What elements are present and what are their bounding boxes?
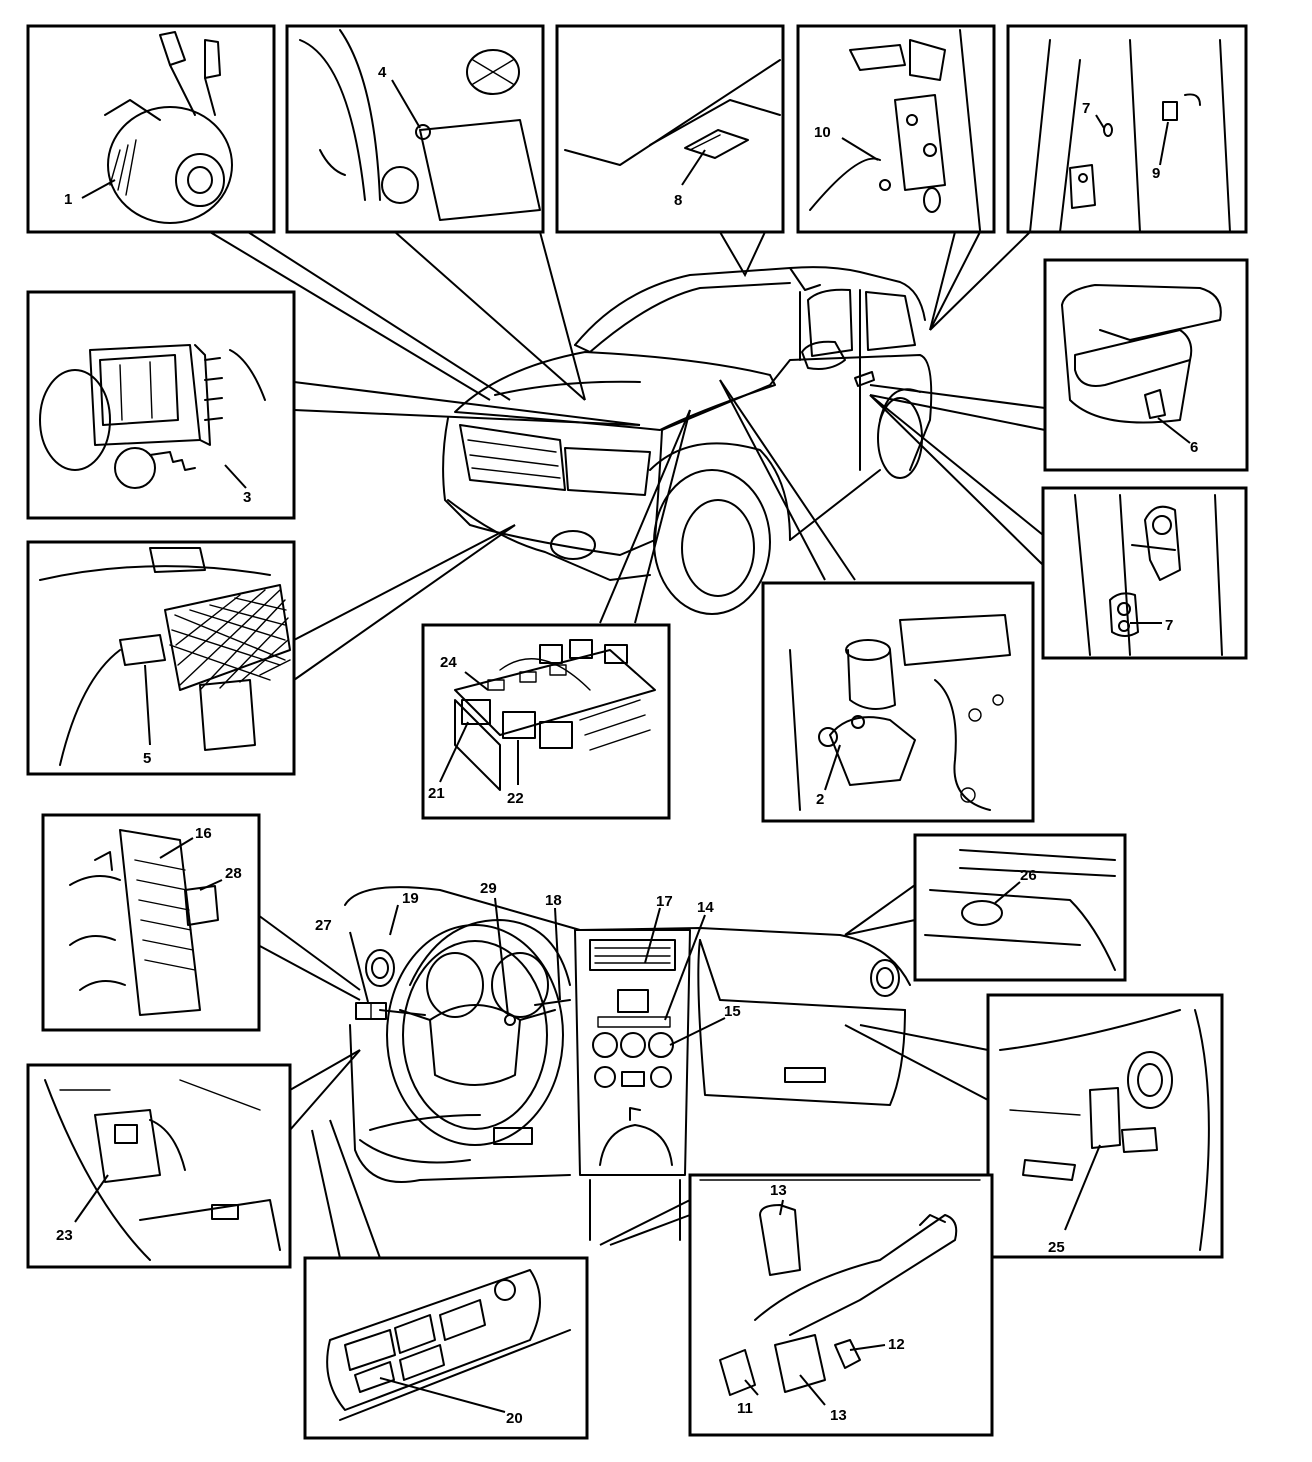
callout-number-16: 16 bbox=[195, 825, 212, 842]
panel-roof: 8 bbox=[555, 24, 785, 234]
callout-number-10: 10 bbox=[814, 124, 831, 141]
callout-number-14: 14 bbox=[697, 899, 714, 916]
callout-number-20: 20 bbox=[506, 1410, 523, 1427]
callout-number-11: 11 bbox=[737, 1400, 753, 1417]
callout-number-17: 17 bbox=[656, 893, 673, 910]
panel-relay-box: 24 21 22 bbox=[421, 623, 671, 820]
panel-horn: 5 bbox=[26, 540, 296, 776]
callout-number-25: 25 bbox=[1048, 1239, 1065, 1256]
callout-number-7-jamb: 7 bbox=[1082, 100, 1090, 117]
panel-door-handle: 6 bbox=[1043, 258, 1249, 472]
panel-door-latch: 10 bbox=[796, 24, 996, 234]
panel-console-switches: 13 12 11 13 bbox=[688, 1173, 994, 1437]
dashboard-illustration bbox=[344, 886, 911, 1241]
panel-passenger-module: 25 bbox=[986, 993, 1224, 1259]
callout-number-23: 23 bbox=[56, 1227, 73, 1244]
panel-door-jamb: 7 9 bbox=[1006, 24, 1248, 234]
panel-alternator: 1 bbox=[26, 24, 276, 234]
callout-number-6: 6 bbox=[1190, 439, 1198, 456]
callout-number-15: 15 bbox=[724, 1003, 741, 1020]
panel-window-switch: 20 bbox=[303, 1256, 589, 1440]
callout-number-9: 9 bbox=[1152, 165, 1160, 182]
callout-number-1: 1 bbox=[64, 191, 72, 208]
callout-number-13-top: 13 bbox=[770, 1182, 787, 1199]
panel-dash-top: 26 bbox=[913, 833, 1127, 982]
callout-number-26: 26 bbox=[1020, 867, 1037, 884]
callout-number-29: 29 bbox=[480, 880, 497, 897]
callout-number-8: 8 bbox=[674, 192, 682, 209]
callout-number-27: 27 bbox=[315, 917, 332, 934]
callout-number-19: 19 bbox=[402, 890, 419, 907]
panel-junction-block: 16 28 bbox=[41, 813, 261, 1032]
callout-number-3: 3 bbox=[243, 489, 251, 506]
callout-number-4: 4 bbox=[378, 64, 387, 81]
callout-number-21: 21 bbox=[428, 785, 445, 802]
dashboard-callouts: 19 27 29 18 17 14 15 bbox=[315, 880, 741, 1046]
panel-body-control: 23 bbox=[26, 1063, 292, 1269]
vehicle-illustration bbox=[442, 266, 933, 615]
callout-number-22: 22 bbox=[507, 790, 524, 807]
panel-door-switch: 7 bbox=[1041, 486, 1248, 660]
panel-ecm: 3 bbox=[26, 290, 296, 520]
callout-number-24: 24 bbox=[440, 654, 457, 671]
panel-engine-ground: 4 bbox=[285, 24, 545, 234]
callout-number-18: 18 bbox=[545, 892, 562, 909]
callout-number-13-bottom: 13 bbox=[830, 1407, 847, 1424]
callout-number-5: 5 bbox=[143, 750, 151, 767]
callout-number-12: 12 bbox=[888, 1336, 905, 1353]
callout-number-7-door: 7 bbox=[1165, 617, 1173, 634]
callout-number-28: 28 bbox=[225, 865, 242, 882]
panel-brake-master: 2 bbox=[761, 581, 1035, 823]
callout-number-2: 2 bbox=[816, 791, 824, 808]
